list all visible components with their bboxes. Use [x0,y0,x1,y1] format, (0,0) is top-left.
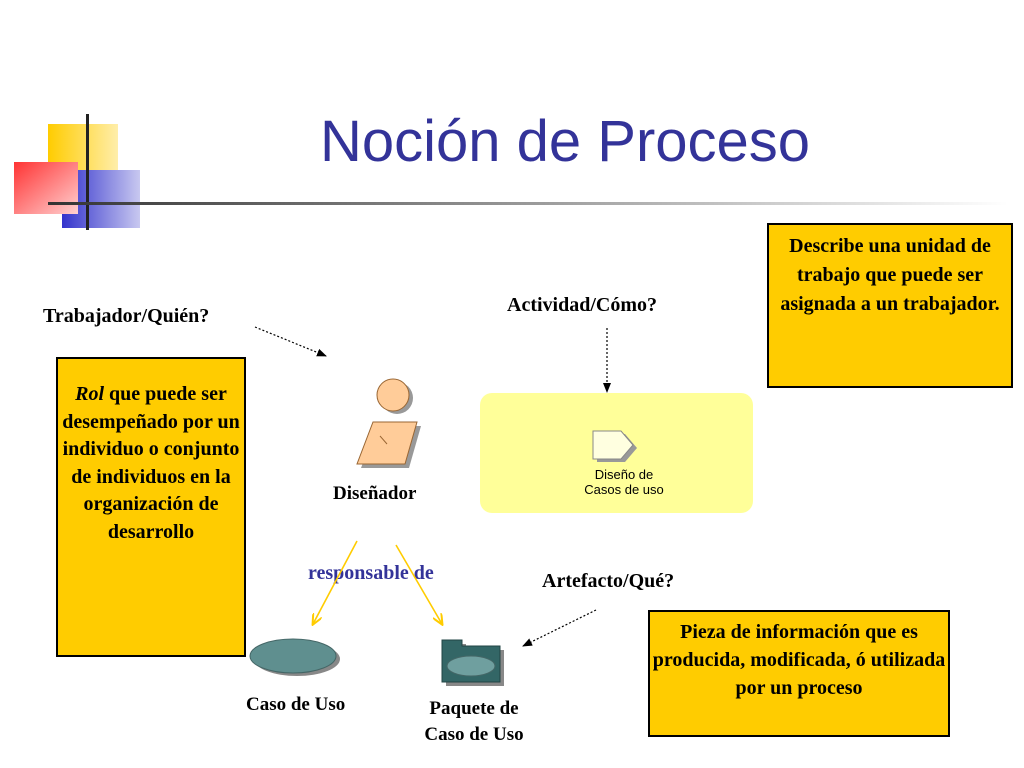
rol-description-text: que puede ser desempeñado por un individ… [62,383,240,543]
actividad-label: Actividad/Cómo? [507,294,657,316]
paquete-label-line1: Paquete de [429,698,519,719]
slide-title: Noción de Proceso [319,109,811,174]
responsable-arrow-left [313,540,358,624]
use-case-ellipse-icon [249,638,340,676]
trabajador-pointer-arrow [254,326,327,357]
disenador-label: Diseñador [333,483,417,504]
activity-icon [592,430,637,462]
worker-icon [356,378,421,468]
caso-de-uso-label: Caso de Uso [246,694,346,715]
rol-italic-word: Rol [75,383,105,405]
rol-description-box: Rol que puede ser desempeñado por un ind… [56,357,246,657]
actividad-description-box: Describe una unidad de trabajo que puede… [767,223,1013,388]
artefacto-pointer-arrow [522,609,597,647]
artefacto-description-box: Pieza de información que es producida, m… [648,610,950,737]
artefacto-label: Artefacto/Qué? [542,570,675,592]
activity-name: Diseño de Casos de uso [584,467,664,497]
folder-package-icon [441,639,504,686]
responsable-label: responsable de [308,562,434,584]
responsable-arrow-right [395,544,442,624]
decorative-squares-logo [14,114,1008,230]
trabajador-label: Trabajador/Quién? [43,305,210,327]
paquete-label: Paquete de Caso de Uso [415,696,533,748]
paquete-label-line2: Caso de Uso [424,724,524,745]
